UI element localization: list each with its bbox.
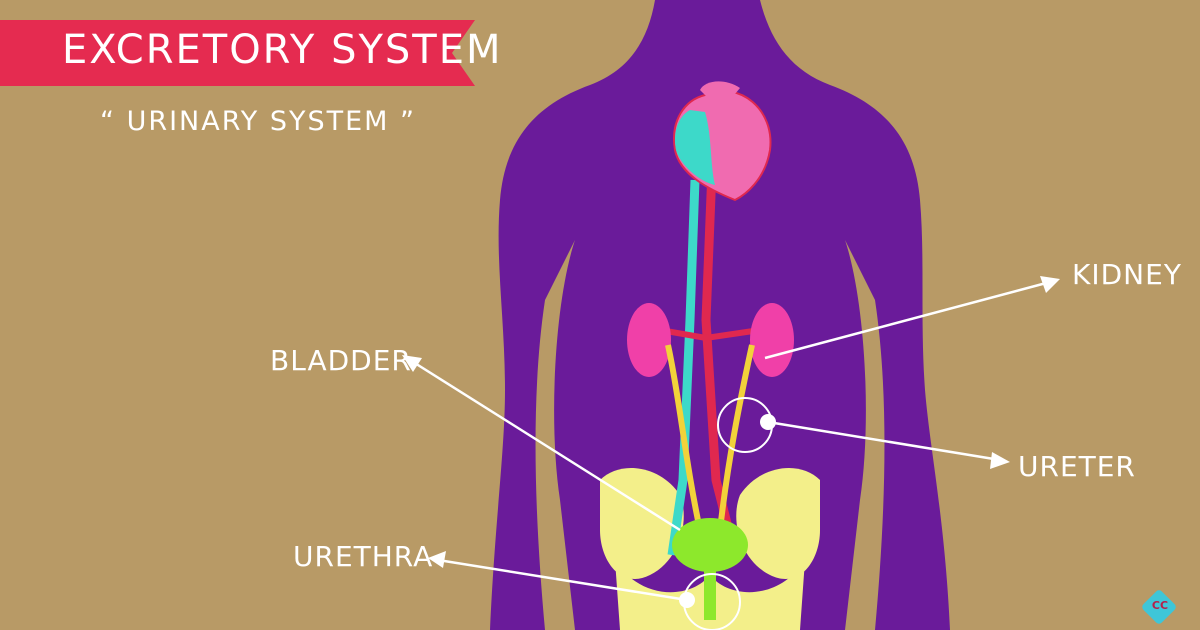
kidney-label: KIDNEY bbox=[1072, 258, 1182, 291]
urethra bbox=[704, 565, 716, 620]
bladder-label: BLADDER bbox=[270, 344, 412, 377]
vena-cava bbox=[667, 179, 700, 556]
aorta bbox=[701, 169, 740, 557]
logo-text: CC bbox=[1151, 599, 1169, 612]
left-ureter bbox=[665, 344, 703, 531]
left-arm-gap bbox=[535, 240, 575, 630]
right-arm-gap bbox=[845, 240, 885, 630]
right-kidney bbox=[750, 303, 794, 377]
urethra-label: URETHRA bbox=[293, 540, 434, 573]
pointers bbox=[402, 276, 1060, 602]
body-silhouette bbox=[490, 0, 950, 630]
urethra-pointer-dot bbox=[679, 592, 695, 608]
left-kidney bbox=[627, 303, 671, 377]
heart bbox=[673, 81, 772, 202]
ureter-label: URETER bbox=[1018, 450, 1136, 483]
bladder bbox=[672, 518, 748, 572]
right-ureter bbox=[717, 344, 755, 531]
title-banner bbox=[0, 20, 475, 86]
page-title: EXCRETORY SYSTEM bbox=[62, 27, 503, 73]
page-subtitle: “ URINARY SYSTEM ” bbox=[100, 106, 417, 137]
renal-branches bbox=[659, 327, 761, 342]
ureter-pointer-dot bbox=[760, 414, 776, 430]
